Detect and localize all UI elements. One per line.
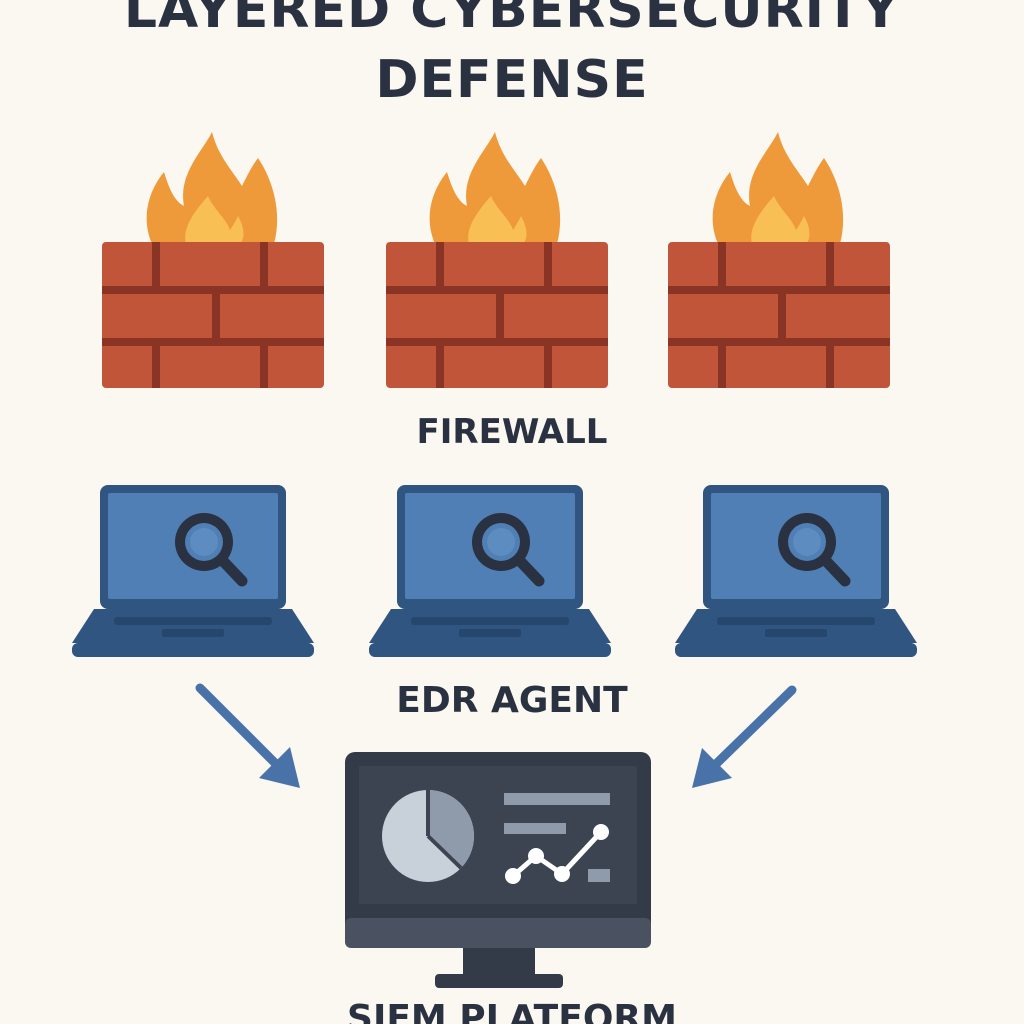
- edr-laptop-icon-2: [369, 485, 611, 657]
- firewall-1: [102, 132, 324, 388]
- edr-laptop-icon-1: [72, 485, 314, 657]
- title-line-1: LAYERED CYBERSECURITY: [123, 0, 901, 40]
- siem-platform-label: SIEM PLATFORM: [347, 998, 677, 1024]
- flame-icon: [712, 132, 844, 244]
- firewall-label: FIREWALL: [416, 412, 608, 452]
- dashboard-text-line: [504, 823, 566, 834]
- siem-monitor-icon: [345, 752, 651, 988]
- edr-agent-label: EDR AGENT: [396, 680, 628, 721]
- arrow-left-icon: [195, 683, 300, 788]
- flame-icon: [146, 132, 278, 244]
- brick-wall-icon: [386, 242, 608, 388]
- firewall-2: [386, 132, 608, 388]
- brick-wall-icon: [668, 242, 890, 388]
- dashboard-text-line: [504, 793, 610, 805]
- dashboard-text-line: [588, 869, 610, 882]
- edr-laptop-icon-3: [675, 485, 917, 657]
- firewall-3: [668, 132, 890, 388]
- pie-chart-graphic: [382, 790, 474, 882]
- arrow-right-icon: [692, 685, 797, 788]
- flame-icon: [429, 132, 561, 244]
- brick-wall-icon: [102, 242, 324, 388]
- line-graph-graphic: [505, 824, 609, 884]
- title-line-2: DEFENSE: [375, 50, 649, 110]
